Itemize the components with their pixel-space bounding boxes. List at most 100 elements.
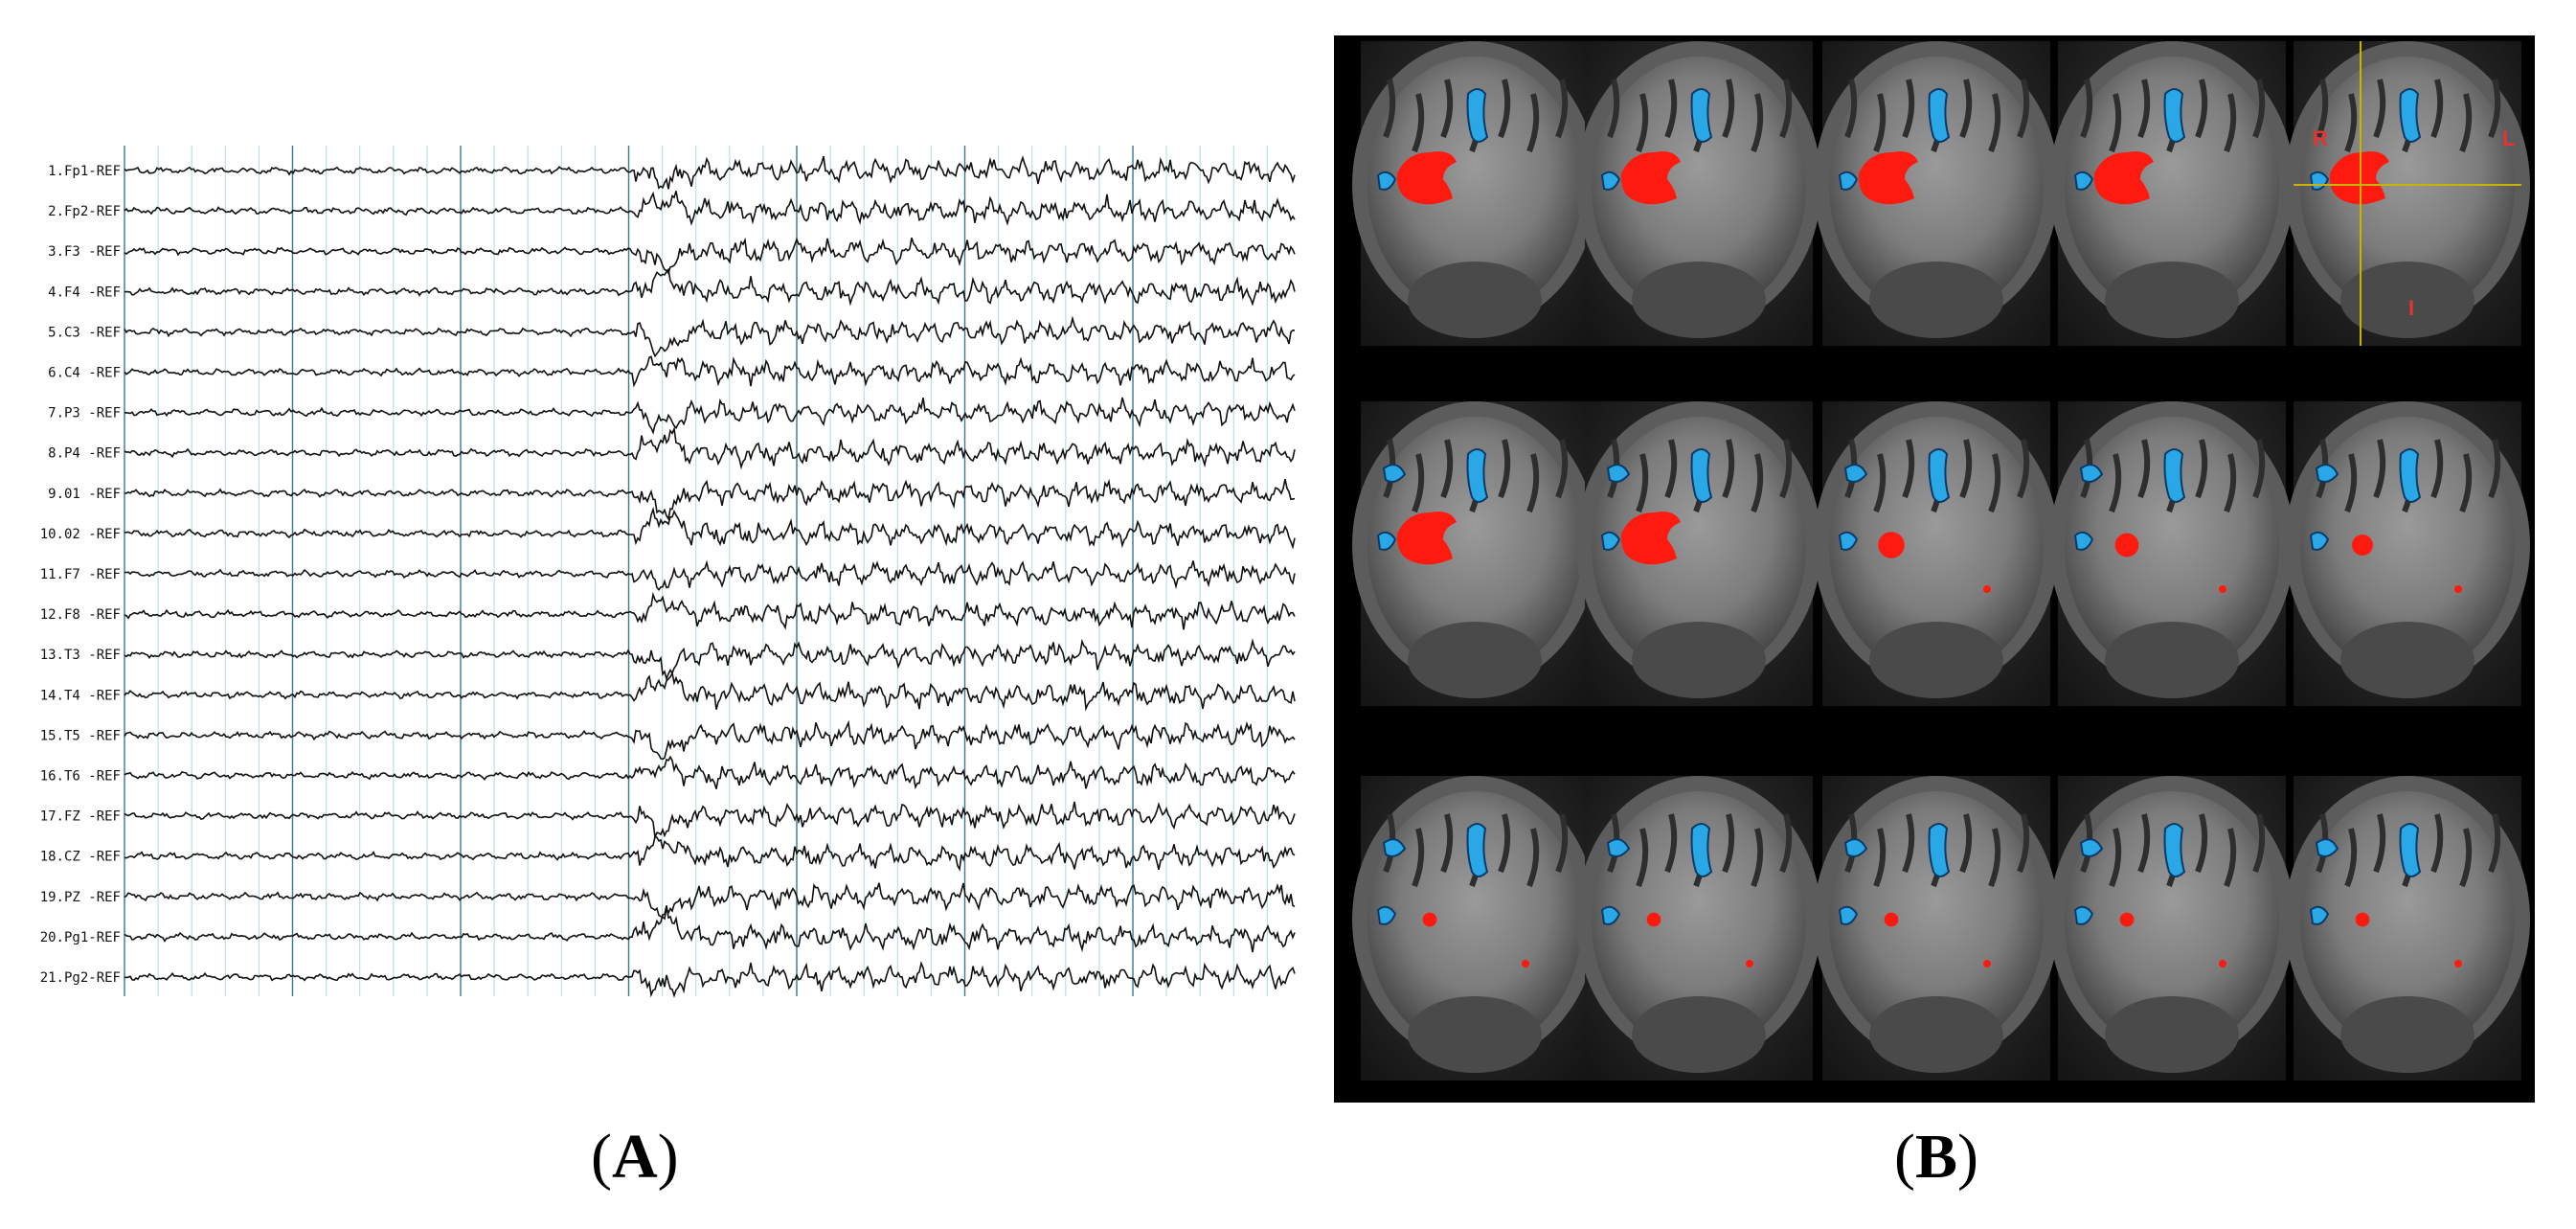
eeg-channel-trace: [124, 905, 1296, 953]
blue-region: [2073, 171, 2094, 191]
eeg-channel-trace: [124, 315, 1296, 358]
blue-region: [1466, 823, 1489, 877]
mri-slice-tile: [1814, 401, 2059, 706]
eeg-channel-label: 20.Pg1-REF: [40, 930, 121, 945]
blue-region: [2079, 464, 2104, 483]
blue-region: [1928, 448, 1951, 503]
eeg-channel-trace: [124, 835, 1296, 872]
blue-region: [2309, 531, 2330, 551]
mri-slice-tile: [1352, 41, 1597, 346]
eeg-channel-trace: [124, 155, 1296, 190]
mri-slice-tile: [2049, 776, 2294, 1081]
red-region: [1396, 151, 1457, 205]
blue-region: [1690, 448, 1713, 503]
red-region: [2329, 151, 2389, 205]
blue-region: [2315, 464, 2339, 483]
eeg-channel-label: 16.T6 -REF: [40, 769, 121, 785]
eeg-channel-trace: [124, 591, 1296, 630]
mri-slice-tile: [1576, 401, 1821, 706]
mri-slice-tile: [2285, 41, 2530, 346]
red-region: [2114, 533, 2139, 558]
blue-region: [2315, 838, 2339, 857]
eeg-channel-label: 4.F4 -REF: [48, 284, 121, 300]
blue-region: [1928, 823, 1951, 877]
eeg-channel-trace: [124, 882, 1296, 921]
orientation-markers: R L I: [2313, 126, 2515, 320]
blue-region: [1376, 531, 1397, 551]
mri-slice-tile: [2285, 401, 2530, 706]
blue-region: [1690, 823, 1713, 877]
eeg-channel-trace: [124, 355, 1296, 388]
eeg-time-grid: [124, 146, 1269, 996]
eeg-channel-label: 18.CZ -REF: [40, 850, 121, 865]
red-region: [2454, 585, 2462, 593]
eeg-channel-label: 8.P4 -REF: [48, 446, 121, 462]
mri-slice-tile: [1576, 776, 1821, 1081]
red-region: [1396, 512, 1457, 565]
blue-region: [2309, 905, 2330, 925]
mri-slice-tile: [1814, 776, 2059, 1081]
eeg-channel-label: 14.T4 -REF: [40, 688, 121, 703]
panel-b-caption: (B): [1894, 1122, 1978, 1192]
orientation-left-label: L: [2502, 126, 2515, 150]
red-region: [1884, 912, 1899, 927]
eeg-channel-trace: [124, 267, 1296, 307]
eeg-channel-label: 19.PZ -REF: [40, 890, 121, 905]
eeg-channel-label: 5.C3 -REF: [48, 325, 121, 340]
eeg-channel-label: 21.Pg2-REF: [40, 970, 121, 986]
panel-a-caption: (A): [591, 1122, 679, 1192]
red-region: [2119, 912, 2135, 927]
red-region: [2093, 151, 2154, 205]
eeg-channel-label: 1.Fp1-REF: [48, 164, 121, 179]
eeg-traces: [124, 155, 1296, 998]
blue-region: [1838, 171, 1859, 191]
red-region: [1858, 151, 1918, 205]
eeg-channel-label: 6.C4 -REF: [48, 366, 121, 381]
eeg-channel-trace: [124, 397, 1296, 435]
blue-region: [1928, 88, 1951, 143]
mri-slice-tile: [2285, 776, 2530, 1081]
blue-region: [1376, 905, 1397, 925]
eeg-channel-label: 13.T3 -REF: [40, 648, 121, 663]
eeg-channel-label: 12.F8 -REF: [40, 607, 121, 623]
mri-slice-tile: [1352, 776, 1597, 1081]
eeg-channel-trace: [124, 191, 1296, 226]
eeg-channel-trace: [124, 638, 1296, 682]
blue-region: [1600, 905, 1621, 925]
eeg-channel-label: 15.T5 -REF: [40, 728, 121, 743]
mri-slice-tile: [1576, 41, 1821, 346]
eeg-channel-trace: [124, 506, 1296, 550]
red-region: [2219, 585, 2226, 593]
blue-region: [2163, 88, 2186, 143]
eeg-channel-label: 17.FZ -REF: [40, 809, 121, 825]
red-region: [2352, 535, 2373, 556]
orientation-right-label: R: [2313, 126, 2328, 150]
blue-region: [1606, 464, 1631, 483]
red-region: [1983, 960, 1991, 967]
orientation-inferior-label: I: [2408, 296, 2414, 320]
eeg-channel-trace: [124, 671, 1296, 712]
eeg-channel-label: 9.01 -REF: [48, 487, 121, 502]
blue-region: [1606, 838, 1631, 857]
blue-region: [1466, 448, 1489, 503]
eeg-channel-trace: [124, 719, 1296, 761]
mri-montage-panel: R L I (B): [1334, 35, 2535, 1192]
red-region: [1422, 912, 1437, 927]
eeg-channel-label: 2.Fp2-REF: [48, 204, 121, 219]
eeg-channel-trace: [124, 237, 1296, 275]
mri-slice-tile: [2049, 41, 2294, 346]
red-region: [1620, 151, 1681, 205]
blue-region: [1838, 905, 1859, 925]
red-region: [2454, 960, 2462, 967]
eeg-channel-trace: [124, 961, 1296, 998]
red-region: [1983, 585, 1991, 593]
mri-slice-tile: [1814, 41, 2059, 346]
eeg-channel-label: 7.P3 -REF: [48, 406, 121, 421]
eeg-channel-trace: [124, 801, 1296, 841]
blue-region: [1843, 464, 1868, 483]
red-region: [1522, 960, 1529, 967]
red-region: [2355, 912, 2370, 927]
blue-region: [2163, 823, 2186, 877]
